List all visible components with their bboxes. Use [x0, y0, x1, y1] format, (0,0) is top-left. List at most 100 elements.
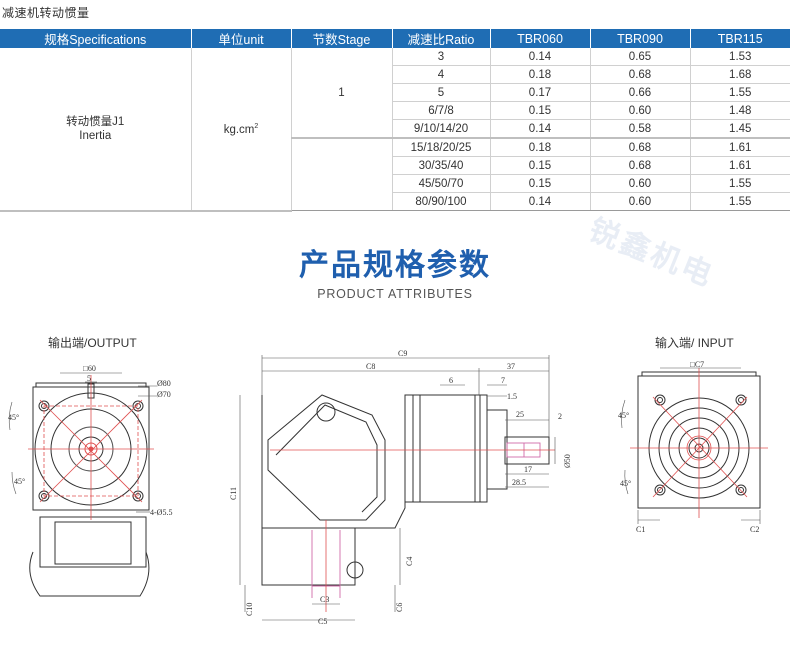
table-row: 9/10/14/20 0.14 0.58 1.45 — [0, 119, 790, 139]
ratio-cell: 9/10/14/20 — [392, 119, 491, 139]
value-cell: 0.60 — [590, 174, 691, 193]
value-cell: 1.48 — [690, 101, 790, 120]
inertia-table: 规格Specifications 单位unit 节数Stage 减速比Ratio… — [0, 29, 790, 212]
dim-37: 37 — [507, 362, 515, 371]
spec-name-cell: 转动惯量J1 Inertia — [0, 48, 192, 212]
dim-17: 17 — [524, 465, 532, 474]
spec-name-en: Inertia — [79, 129, 112, 142]
value-cell: 0.66 — [590, 83, 691, 102]
dim-c10: C10 — [245, 603, 254, 616]
ratio-cell: 80/90/100 — [392, 192, 491, 211]
dim-c4: C4 — [405, 557, 414, 566]
table-row: 80/90/100 0.14 0.60 1.55 — [0, 192, 790, 211]
ratio-cell: 3 — [392, 48, 491, 66]
dim-d80: Ø80 — [157, 379, 171, 388]
value-cell: 0.58 — [590, 119, 691, 139]
value-cell: 1.68 — [690, 65, 790, 84]
dim-25: 25 — [516, 410, 524, 419]
dim-c1: C1 — [636, 525, 645, 534]
table-row: 4 0.18 0.68 1.68 — [0, 65, 790, 84]
input-center-lines — [630, 368, 768, 518]
dim-2: 2 — [558, 412, 562, 421]
dim-c9: C9 — [398, 349, 407, 358]
value-cell: 0.18 — [490, 65, 591, 84]
output-dim-lines — [8, 372, 157, 513]
dim-c8: C8 — [366, 362, 375, 371]
dim-angle: 45° — [8, 413, 19, 422]
spec-name: 转动惯量J1 — [66, 115, 125, 128]
side-center-lines — [270, 449, 555, 612]
value-cell: 0.14 — [490, 119, 591, 139]
header-ratio: 减速比Ratio — [392, 29, 491, 48]
stage-cell-2 — [291, 138, 393, 211]
value-cell: 1.45 — [690, 119, 790, 139]
dim-input-angle: 45° — [618, 411, 629, 420]
value-cell: 0.60 — [590, 101, 691, 120]
value-cell: 0.15 — [490, 101, 591, 120]
header-tbr060: TBR060 — [490, 29, 591, 48]
output-label: 输出端/OUTPUT — [48, 336, 137, 350]
table-row: 5 0.17 0.66 1.55 — [0, 83, 790, 102]
table-row: 30/35/40 0.15 0.68 1.61 — [0, 156, 790, 175]
value-cell: 1.53 — [690, 48, 790, 66]
table-row: 45/50/70 0.15 0.60 1.55 — [0, 174, 790, 193]
value-cell: 0.15 — [490, 174, 591, 193]
ratio-cell: 6/7/8 — [392, 101, 491, 120]
dim-key5: 5 — [87, 374, 91, 383]
unit-text: kg.cm — [223, 124, 255, 137]
value-cell: 1.61 — [690, 138, 790, 157]
value-cell: 0.68 — [590, 156, 691, 175]
value-cell: 0.18 — [490, 138, 591, 157]
dim-c6: C6 — [395, 603, 404, 612]
dim-c11: C11 — [229, 487, 238, 500]
output-view-drawing — [29, 382, 150, 597]
dim-7: 7 — [501, 376, 505, 385]
value-cell: 0.15 — [490, 156, 591, 175]
header-stage: 节数Stage — [291, 29, 393, 48]
value-cell: 0.65 — [590, 48, 691, 66]
value-cell: 0.60 — [590, 192, 691, 211]
table-row: 15/18/20/25 0.18 0.68 1.61 — [0, 138, 790, 211]
ratio-cell: 30/35/40 — [392, 156, 491, 175]
dim-28-5: 28.5 — [512, 478, 526, 487]
header-tbr090: TBR090 — [590, 29, 691, 48]
section-title: 产品规格参数 — [299, 248, 491, 283]
dim-c5: C5 — [318, 617, 327, 626]
dim-d70: Ø70 — [157, 390, 171, 399]
section-subtitle: PRODUCT ATTRIBUTES — [317, 287, 473, 301]
input-dims: □C7 45° 45° C1 C2 — [618, 360, 759, 534]
ratio-cell: 4 — [392, 65, 491, 84]
output-dims: □60 5 Ø80 Ø70 4-Ø5.5 45° 45° — [8, 364, 172, 517]
header-tbr115: TBR115 — [690, 29, 790, 48]
side-dims: C9 C8 37 6 7 1.5 25 2 Ø50 17 28.5 C11 C4… — [229, 349, 572, 626]
dim-hole: 4-Ø5.5 — [150, 508, 172, 517]
value-cell: 0.68 — [590, 138, 691, 157]
header-spec: 规格Specifications — [0, 29, 192, 48]
dim-6: 6 — [449, 376, 453, 385]
dim-angle2: 45° — [14, 477, 25, 486]
value-cell: 0.14 — [490, 192, 591, 211]
table-row: 6/7/8 0.15 0.60 1.48 — [0, 101, 790, 120]
table-header-row: 规格Specifications 单位unit 节数Stage 减速比Ratio… — [0, 29, 790, 48]
dim-1-5: 1.5 — [507, 392, 517, 401]
dim-square-c7: □C7 — [690, 360, 704, 369]
value-cell: 0.14 — [490, 48, 591, 66]
dim-c2: C2 — [750, 525, 759, 534]
dim-c3: C3 — [320, 595, 329, 604]
value-cell: 0.68 — [590, 65, 691, 84]
value-cell: 1.55 — [690, 174, 790, 193]
header-unit: 单位unit — [191, 29, 292, 48]
ratio-cell: 45/50/70 — [392, 174, 491, 193]
side-dim-lines — [239, 355, 556, 621]
stage-cell: 1 — [291, 48, 393, 139]
dim-d50: Ø50 — [563, 454, 572, 468]
unit-sup: 2 — [254, 123, 259, 131]
side-view-drawing — [261, 394, 550, 586]
input-label: 输入端/ INPUT — [655, 336, 734, 350]
value-cell: 1.55 — [690, 192, 790, 211]
value-cell: 1.61 — [690, 156, 790, 175]
ratio-cell: 15/18/20/25 — [392, 138, 491, 157]
value-cell: 0.17 — [490, 83, 591, 102]
output-center-lines — [28, 375, 154, 520]
